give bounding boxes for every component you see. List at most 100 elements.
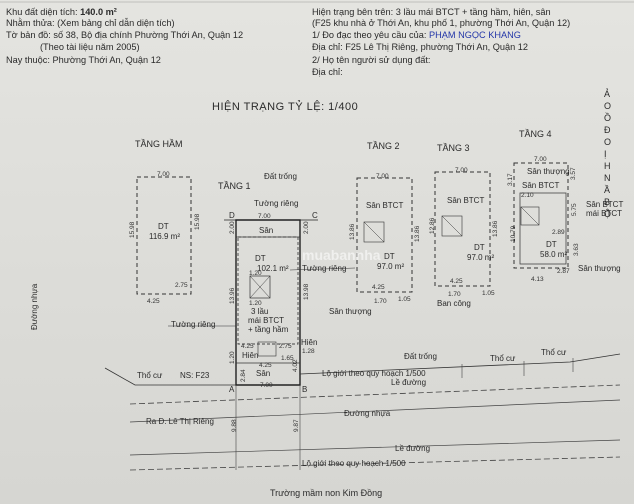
building-note3: + tầng hầm (248, 325, 289, 334)
floor1-stair-top: 1.20 (249, 270, 262, 277)
road-edge-right (299, 353, 621, 375)
floor4-side-d: 3.63 (573, 243, 580, 256)
floor1-area: 102.1 m² (257, 264, 289, 273)
floor4-inner-b: 2.89 (552, 229, 565, 236)
hien-bottom-label: Hiên (242, 351, 259, 360)
watermark: muabannha (302, 247, 381, 263)
basement-area: 116.9 m² (149, 232, 180, 241)
status-line2: (F25 khu nhà ở Thới An, khu phố 1, phườn… (312, 18, 571, 28)
residential-left-label: Thổ cư (137, 371, 163, 380)
floor1-bottom-width: 7.00 (260, 382, 273, 389)
floor4-bottom-a: 4.13 (531, 276, 544, 283)
floor3-depth-left: 12.86 (429, 217, 436, 234)
floor1-seg-d: 1.65 (281, 355, 294, 362)
floor3-stair-hatch (441, 215, 463, 237)
parcel-line: Nhằm thửa: (Xem bảng chỉ dẫn diện tích) (6, 18, 175, 28)
measure-line: 1/ Đo đạc theo yêu cầu của: PHẠM NGỌC KH… (312, 30, 521, 40)
address-line: Địa chỉ: F25 Lê Thị Riêng, phường Thới A… (312, 42, 529, 52)
road-line-b (129, 439, 621, 456)
floor2-stair (363, 221, 385, 243)
private-wall-top-label: Tường riêng (254, 199, 299, 208)
plan-title: HIỆN TRẠNG TỶ LỆ: 1/400 (212, 101, 359, 113)
asphalt-left-label: Đường nhựa (30, 283, 39, 330)
user-line: 2/ Họ tên người sử dụng đất: (312, 55, 431, 65)
road-edge-left (104, 367, 236, 386)
floor4-stair-hatch (520, 206, 540, 226)
planning-line-top (129, 384, 621, 405)
floor3-stair (441, 215, 463, 237)
floor4-slab: Sân BTCT (522, 181, 560, 190)
floor3-title: TẦNG 3 (437, 143, 470, 153)
floor4-width: 7.00 (534, 156, 547, 163)
floor3-slab: Sân BTCT (447, 196, 485, 205)
basement-bottom-b: 2.75 (175, 282, 188, 289)
floor3-width: 7.00 (455, 167, 468, 174)
road-dim-left: 9.88 (231, 419, 238, 432)
corner-a: A (229, 385, 235, 394)
residential-r2-label: Thổ cư (541, 348, 567, 357)
floor4-side-b: 3.57 (570, 167, 577, 180)
floor3-area: 97.0 m² (467, 253, 495, 262)
planning-line-bottom-label: Lộ giới theo quy hoạch 1/500 (302, 459, 406, 468)
floor3-room: DT (474, 243, 485, 252)
floor2-room: DT (384, 252, 395, 261)
building-note2: mái BTCT (248, 316, 284, 325)
floor1-courtyard: Sân (259, 226, 274, 235)
sidewalk-top-label: Lề đường (391, 378, 427, 387)
building-note1: 3 lầu (251, 307, 269, 316)
floor1-side-left: 2.00 (229, 221, 236, 234)
floor1-stair-hatch-b (249, 275, 271, 299)
private-wall-mid-label: Tường riêng (302, 264, 347, 273)
floor4-area: 58.0 m² (540, 250, 568, 259)
floor1-room: DT (255, 254, 266, 263)
basement-depth-right: 15.98 (194, 213, 201, 230)
sidewalk-bottom-label: Lề đường (395, 444, 431, 453)
floor4-room: DT (546, 240, 557, 249)
status-line1: Hiện trạng bên trên: 3 lầu mái BTCT + tầ… (312, 7, 551, 17)
floor4-inner: 2.10 (521, 192, 534, 199)
floor3-depth-right: 13.86 (492, 220, 499, 237)
floor1-side-right: 2.00 (303, 221, 310, 234)
source-line: (Theo tài liệu năm 2005) (40, 42, 140, 52)
floor2-width: 7.00 (376, 173, 389, 180)
corner-c: C (312, 211, 318, 220)
basement-room: DT (158, 222, 169, 231)
corner-b: B (302, 385, 308, 394)
floor4-slab-side-a: Sân BTCT (586, 200, 624, 209)
floor4-terrace-top: Sân thượng (527, 167, 570, 176)
floor2-title: TẦNG 2 (367, 141, 400, 151)
floor3-bottom-c: 1.70 (448, 291, 461, 298)
belongs-line: Nay thuộc: Phường Thới An, Quận 12 (6, 55, 161, 65)
kindergarten-label: Trường mầm non Kim Đồng (270, 488, 383, 498)
client-name: PHẠM NGỌC KHANG (428, 30, 521, 40)
floor2-area: 97.0 m² (377, 262, 405, 271)
leader-private-wall-mid (289, 267, 356, 271)
floor1-stair-bottom: 1.20 (249, 300, 262, 307)
floor2-depth-left: 13.86 (349, 223, 356, 240)
floor1-seg-a: 4.25 (241, 343, 254, 350)
floor4-slab-side-b: mái BTCT (586, 209, 622, 218)
floor4-stair (520, 206, 540, 226)
floor2-bottom-b: 1.05 (398, 296, 411, 303)
floor1-seg-c: 4.25 (259, 362, 272, 369)
map-sheet-line: Tờ bản đồ: số 38, Bộ địa chính Phường Th… (6, 30, 244, 40)
floor4-side-a: 3.17 (507, 173, 514, 186)
floor1-width: 7.00 (258, 213, 271, 220)
floor4-terrace-bottom: Sân thượng (578, 264, 621, 273)
basement-bottom-a: 4.25 (147, 298, 160, 305)
floor4-depth-left: 10.79 (510, 225, 517, 242)
floor2-bottom-a: 4.25 (372, 284, 385, 291)
basement-width: 7.00 (157, 171, 170, 178)
vacant-road-label: Đất trống (404, 352, 437, 361)
rooftop-label: Sân thượng (329, 307, 372, 316)
floor1-depth-left: 13.96 (229, 287, 236, 304)
floor1-courtyard-bottom: Sân (256, 369, 271, 378)
floor1-left-b2: 2.84 (240, 369, 247, 382)
floor1-title: TẦNG 1 (218, 181, 251, 191)
floor2-slab: Sân BTCT (366, 201, 404, 210)
planning-line-bottom (129, 456, 621, 471)
floor1-depth-right: 13.98 (303, 283, 310, 300)
address2-line: Địa chỉ: (312, 67, 343, 77)
